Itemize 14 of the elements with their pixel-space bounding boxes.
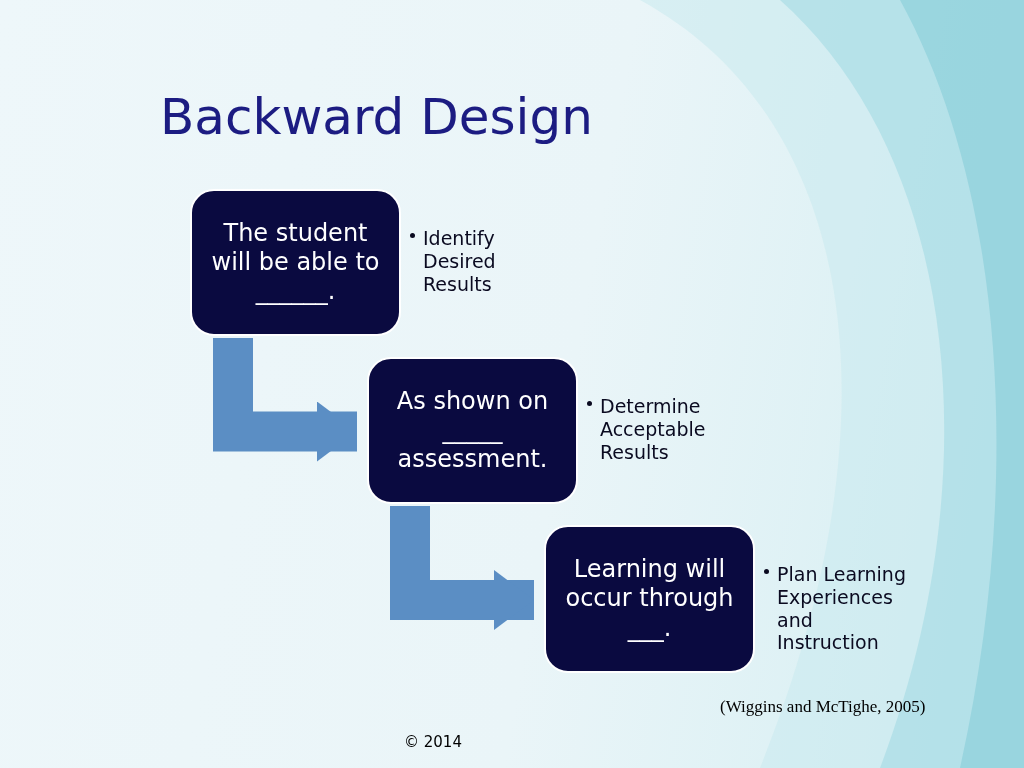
bent-arrow	[213, 338, 357, 462]
slide-title: Backward Design	[160, 88, 593, 146]
step-text: As shown on _____ assessment.	[395, 386, 550, 475]
copyright-note: © 2014	[404, 733, 462, 751]
bent-arrow	[390, 506, 534, 630]
step-description: Plan Learning Experiences and Instruction	[777, 563, 907, 655]
step-box	[544, 525, 755, 673]
step-text: Learning will occur through ___.	[564, 555, 735, 643]
step-description: Identify Desired Results	[423, 227, 497, 296]
step-box	[190, 189, 401, 336]
step-box	[367, 357, 578, 504]
step-text: The student will be able to ______.	[210, 218, 381, 307]
step-description: Determine Acceptable Results	[600, 395, 705, 464]
citation: (Wiggins and McTighe, 2005)	[720, 697, 926, 717]
